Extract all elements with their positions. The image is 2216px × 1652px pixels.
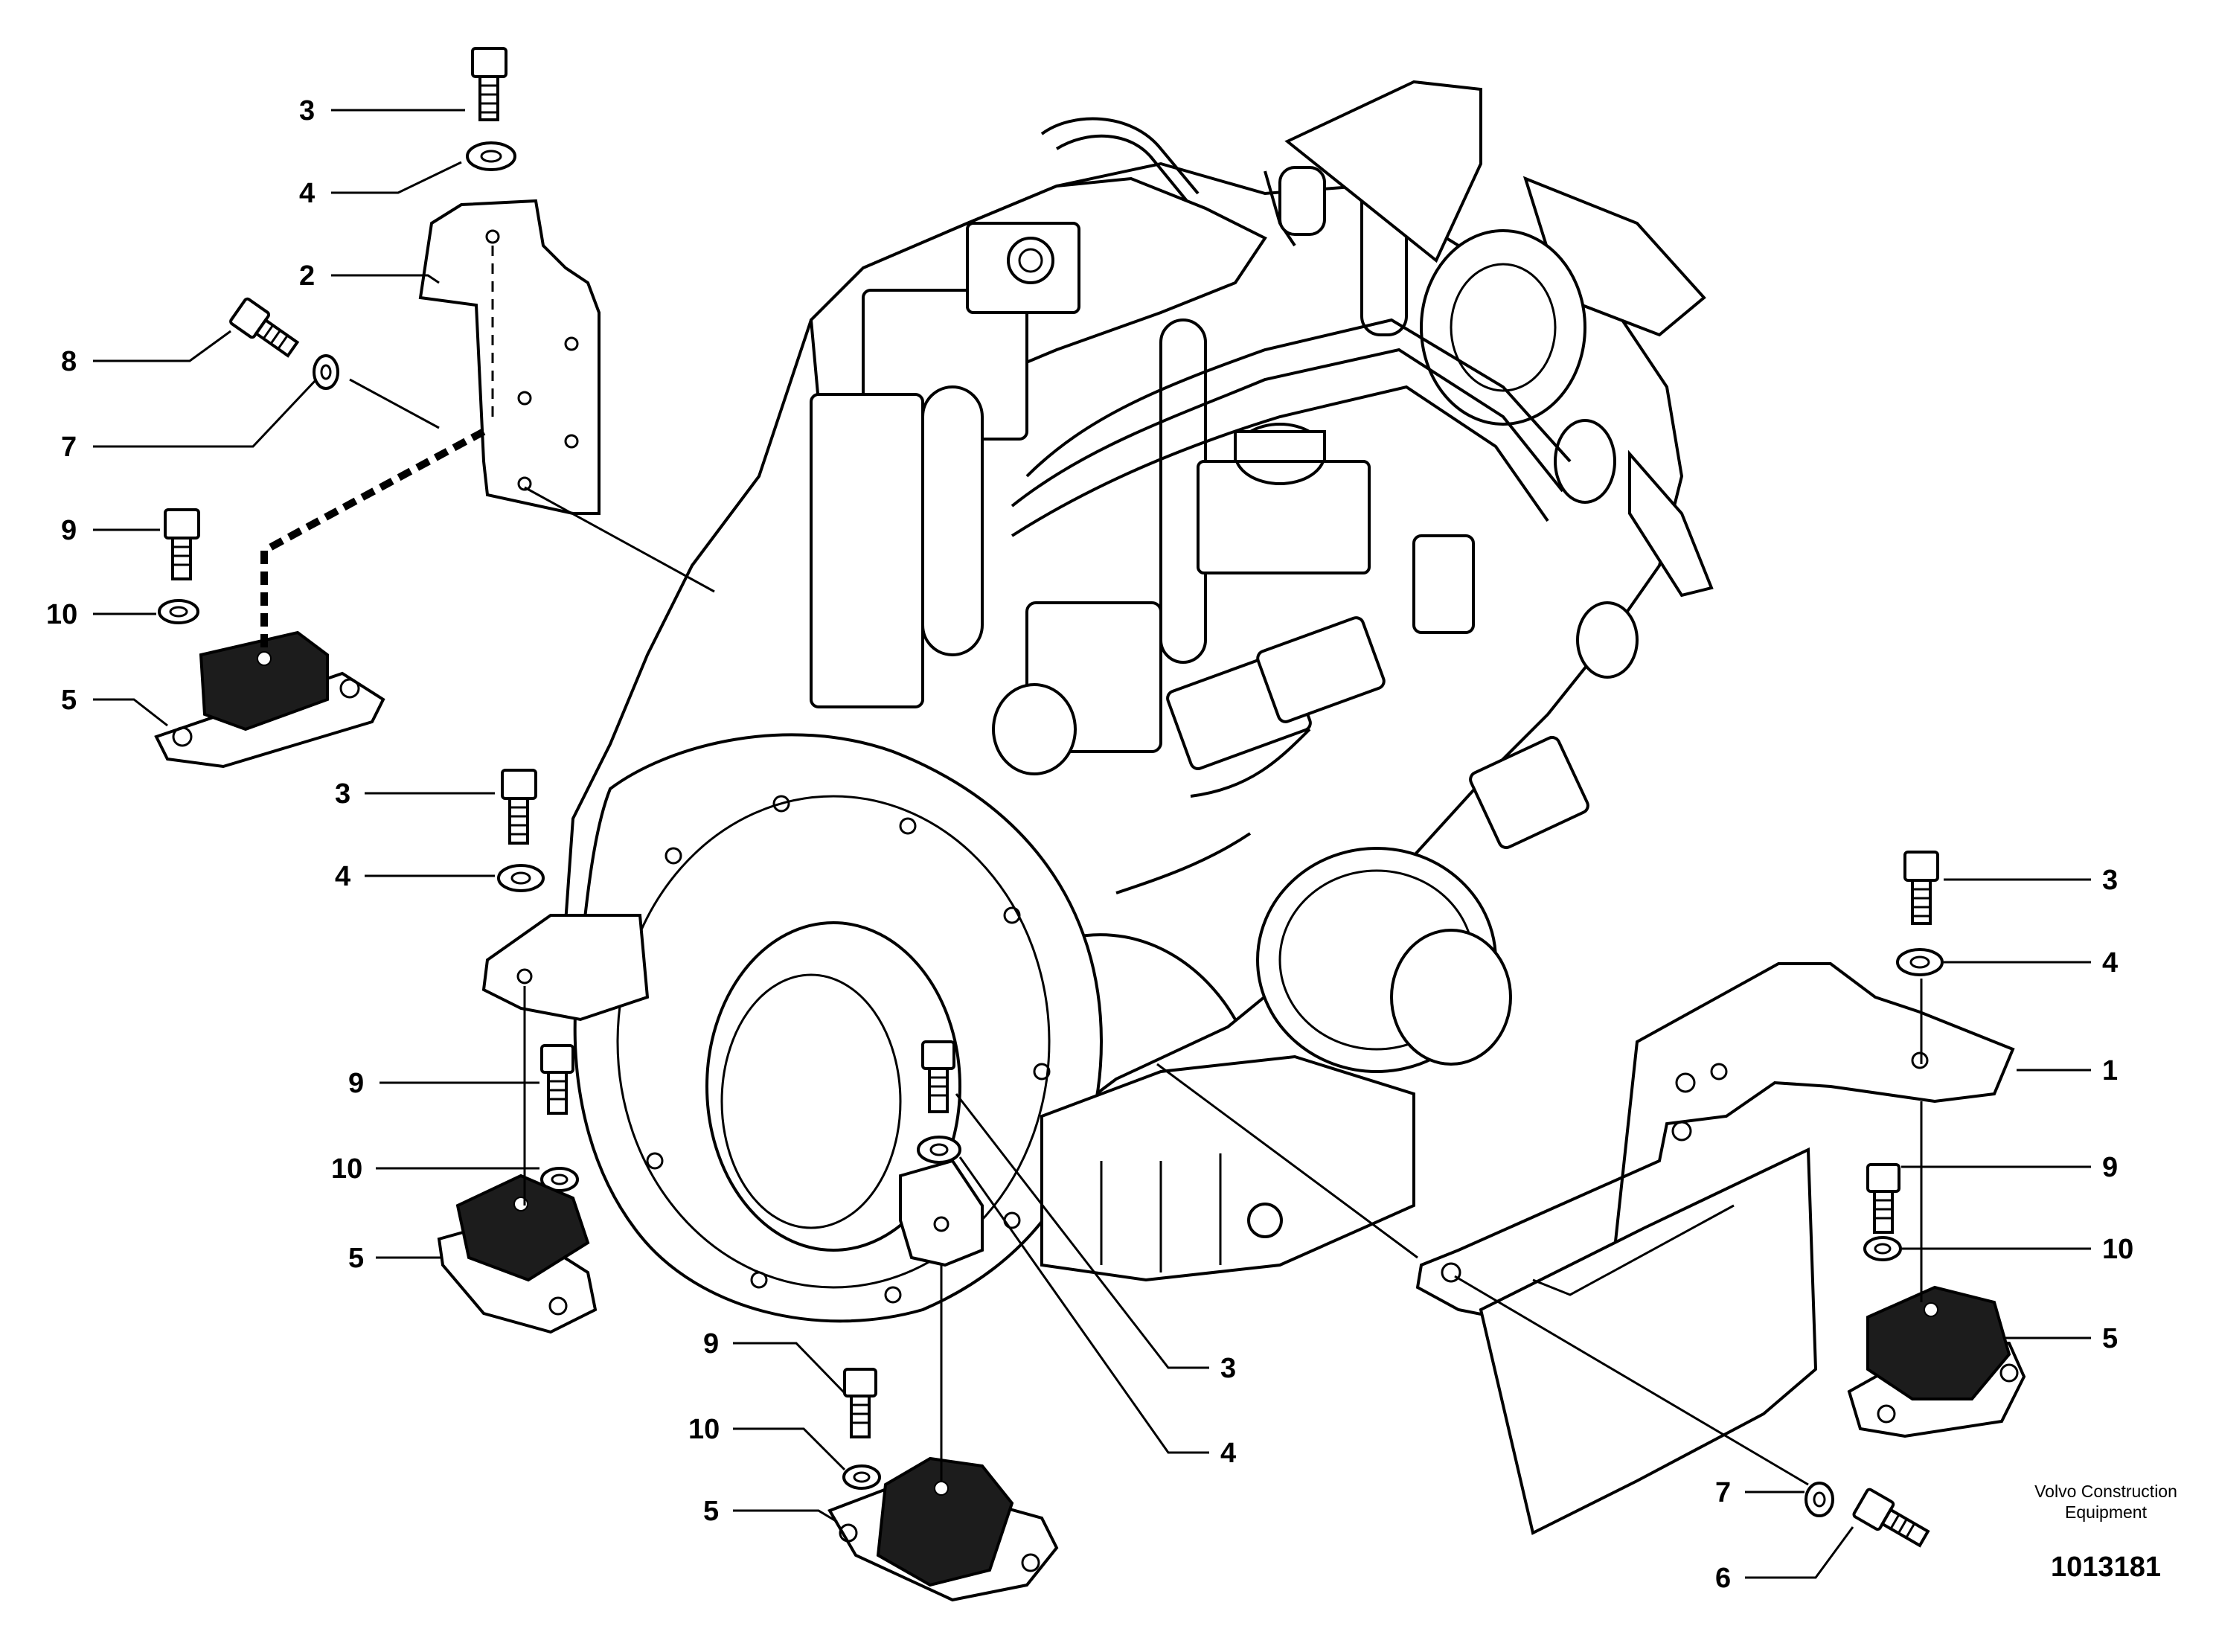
bolt-part-9-top-left — [164, 508, 200, 580]
brand-line-1: Volvo Construction — [2034, 1482, 2177, 1501]
callout-labels: 3 4 2 8 7 9 10 5 3 4 9 10 5 9 10 5 3 4 3… — [46, 95, 2133, 1594]
footer: Volvo Construction Equipment 1013181 — [2034, 1482, 2177, 1583]
callout-9-center-left: 9 — [348, 1068, 364, 1099]
callout-3-top-left: 3 — [299, 95, 315, 127]
rubber-mount-part-5-center-left — [437, 1174, 598, 1334]
bolt-part-9-bottom — [843, 1368, 877, 1438]
callout-10-top-left: 10 — [46, 599, 77, 630]
callout-4-center-left: 4 — [335, 861, 350, 892]
callout-3-center-left: 3 — [335, 778, 350, 810]
bolt-part-6 — [1852, 1488, 1930, 1548]
callout-6: 6 — [1715, 1563, 1731, 1594]
bracket-to-engine-leader — [524, 486, 715, 593]
callout-5-top-left: 5 — [61, 685, 77, 716]
washer-part-4-center-left — [497, 864, 545, 892]
washer-part-4-right — [1896, 948, 1944, 976]
callout-9-right: 9 — [2102, 1152, 2118, 1183]
washer-part-10-right — [1863, 1236, 1902, 1261]
callout-10-right: 10 — [2102, 1234, 2133, 1265]
washer-part-7-top-left — [313, 354, 339, 390]
washer-part-7-right — [1804, 1482, 1834, 1517]
housing-foot-center-bottom — [899, 1159, 984, 1267]
engine-illustration — [563, 80, 1714, 1323]
washer-part-10-top-left — [158, 599, 199, 624]
rubber-mount-part-5-bottom — [827, 1456, 1059, 1602]
callout-7-left: 7 — [61, 432, 77, 463]
washer-part-4-center-bottom — [917, 1136, 961, 1164]
callout-9-top-left: 9 — [61, 515, 77, 546]
leader-lines — [93, 109, 2091, 1579]
washer-part-10-bottom — [842, 1464, 881, 1490]
heat-shield-plate — [1479, 1147, 1818, 1535]
callout-10-center-left: 10 — [331, 1153, 362, 1185]
washer-part-10-center-left — [540, 1167, 579, 1192]
bolt-part-3-right — [1903, 851, 1939, 925]
callout-7-right: 7 — [1715, 1477, 1731, 1508]
bolt-part-9-right — [1866, 1163, 1900, 1234]
callout-4-right: 4 — [2102, 947, 2118, 979]
drawing-number: 1013181 — [2051, 1552, 2161, 1583]
bolt-part-3-top-left — [471, 47, 507, 121]
callout-9-bottom: 9 — [703, 1328, 719, 1360]
callout-4-center-bottom: 4 — [1220, 1438, 1236, 1469]
rubber-mount-part-5-right — [1847, 1285, 2026, 1438]
callout-10-bottom: 10 — [688, 1414, 720, 1445]
callout-3-center-bottom: 3 — [1220, 1353, 1236, 1384]
bolt-part-3-center-bottom — [921, 1040, 955, 1113]
bracket-part-2 — [418, 199, 601, 515]
top-left-mount-to-bracket-guide — [260, 428, 486, 647]
callout-4-top-left: 4 — [299, 178, 315, 209]
callout-1: 1 — [2102, 1055, 2118, 1086]
brand-line-2: Equipment — [2065, 1502, 2148, 1522]
bracket-part-1 — [1415, 962, 2015, 1327]
callout-8: 8 — [61, 346, 77, 377]
bolt-part-8 — [229, 297, 300, 358]
callout-3-right: 3 — [2102, 865, 2118, 896]
bolt-part-3-center-left — [501, 769, 537, 845]
flywheel-housing-foot — [481, 914, 650, 1022]
washer-part-4-top-left — [466, 141, 516, 171]
bolt-part-9-center-left — [540, 1044, 574, 1115]
callout-2: 2 — [299, 260, 315, 292]
callout-5-center-left: 5 — [348, 1243, 364, 1274]
callout-5-bottom: 5 — [703, 1496, 719, 1527]
rubber-mount-part-5-top-left — [154, 630, 385, 769]
callout-5-right: 5 — [2102, 1323, 2118, 1354]
